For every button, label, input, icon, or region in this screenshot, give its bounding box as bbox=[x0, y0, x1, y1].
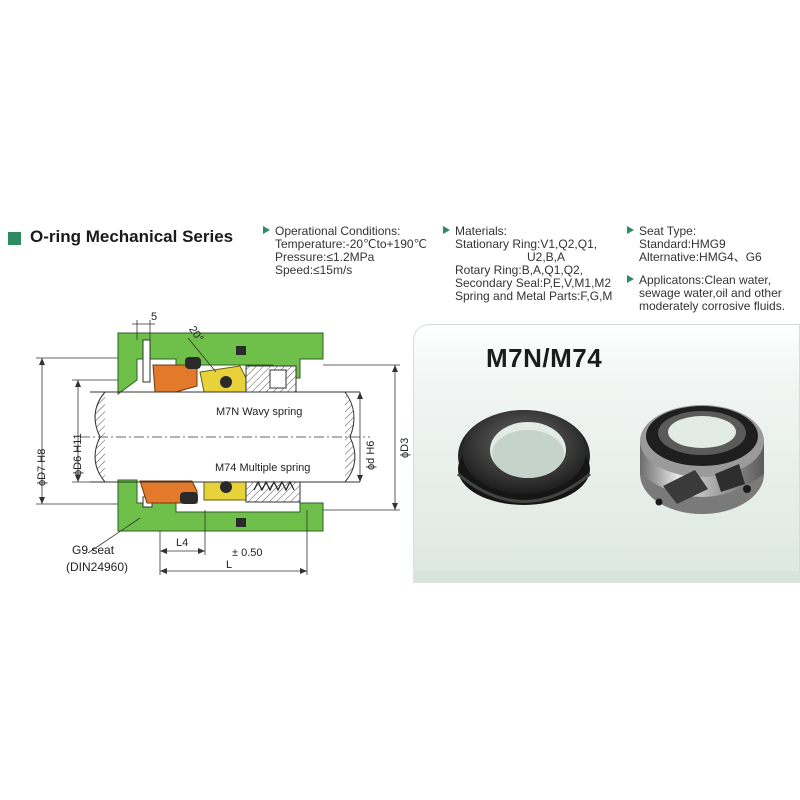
stationary-ring-cont-text: U2,B,A bbox=[527, 250, 566, 264]
din-label: (DIN24960) bbox=[66, 560, 129, 574]
bullet-arrow-icon bbox=[627, 226, 634, 234]
dimension-arrows bbox=[39, 358, 398, 574]
operational-heading: Operational Conditions: bbox=[275, 224, 401, 238]
stationary-ring-text: Stationary Ring:V1,Q2,Q1, bbox=[455, 237, 598, 251]
seat-oring-bottom bbox=[180, 492, 198, 504]
dim-d6-label: ϕD6 H11 bbox=[72, 433, 84, 476]
materials-heading: Materials: bbox=[455, 224, 508, 238]
rotary-ring-text: Rotary Ring:B,A,Q1,Q2, bbox=[455, 263, 584, 277]
seat-oring-top bbox=[185, 357, 201, 369]
seat-standard-text: Standard:HMG9 bbox=[639, 237, 726, 251]
seat-heading: Seat Type: bbox=[639, 224, 697, 238]
pressure-text: Pressure:≤1.2MPa bbox=[275, 250, 375, 264]
applications-line-1: Applicatons:Clean water, bbox=[639, 273, 772, 287]
seat-type-block: Seat Type: Standard:HMG9 Alternative:HMG… bbox=[627, 225, 762, 264]
applications-line-3: moderately corrosive fluids. bbox=[639, 299, 786, 313]
bullet-arrow-icon bbox=[627, 275, 634, 283]
rotary-seal-assembly-image bbox=[640, 405, 764, 514]
set-screw bbox=[269, 369, 287, 389]
seal-cross-section-diagram bbox=[36, 320, 400, 575]
dim-5-label: 5 bbox=[151, 311, 158, 323]
stationary-seat-top bbox=[152, 364, 198, 393]
dim-l4-label: L4 bbox=[176, 537, 189, 549]
rotary-oring-bottom bbox=[220, 481, 232, 493]
dim-d-label: ϕd H6 bbox=[365, 440, 377, 470]
dim-d7-label: ϕD7 H8 bbox=[36, 448, 48, 486]
seat-alternative-text: Alternative:HMG4、G6 bbox=[639, 250, 762, 264]
bullet-arrow-icon bbox=[443, 226, 450, 234]
secondary-seal-text: Secondary Seal:P,E,V,M1,M2 bbox=[455, 276, 612, 290]
applications-block: Applicatons:Clean water, sewage water,oi… bbox=[627, 274, 785, 313]
housing-top bbox=[117, 332, 324, 395]
product-title: M7N/M74 bbox=[486, 343, 603, 373]
page-title: O-ring Mechanical Series bbox=[30, 227, 234, 246]
anti-rotation-pin bbox=[142, 339, 151, 383]
applications-line-2: sewage water,oil and other bbox=[639, 286, 782, 300]
stationary-seat-ring-image bbox=[457, 410, 591, 505]
title-marker-icon bbox=[8, 232, 21, 245]
dim-d3-label: ϕD3 bbox=[399, 437, 411, 458]
dim-l-label: L bbox=[226, 559, 233, 571]
product-illustration bbox=[457, 405, 764, 514]
housing-bottom bbox=[117, 479, 324, 532]
housing-oring-bottom bbox=[236, 518, 246, 527]
speed-text: Speed:≤15m/s bbox=[275, 263, 353, 277]
shaft bbox=[80, 391, 370, 483]
rotary-oring-top bbox=[220, 376, 232, 388]
spring-metal-text: Spring and Metal Parts:F,G,M bbox=[455, 289, 613, 303]
operational-conditions: Operational Conditions: Temperature:-20℃… bbox=[263, 225, 427, 277]
materials-block: Materials: Stationary Ring:V1,Q2,Q1, U2,… bbox=[443, 225, 612, 303]
m74-label: M74 Multiple spring bbox=[215, 462, 311, 474]
dimension-lines bbox=[36, 320, 400, 575]
dim-tolerance-label: ± 0.50 bbox=[232, 547, 263, 559]
bullet-arrow-icon bbox=[263, 226, 270, 234]
m7n-label: M7N Wavy spring bbox=[216, 406, 303, 418]
g9-seat-label: G9 seat bbox=[72, 543, 115, 557]
temperature-text: Temperature:-20℃to+190℃ bbox=[275, 237, 428, 251]
product-panel-band bbox=[413, 571, 800, 583]
housing-oring-top bbox=[236, 346, 246, 355]
